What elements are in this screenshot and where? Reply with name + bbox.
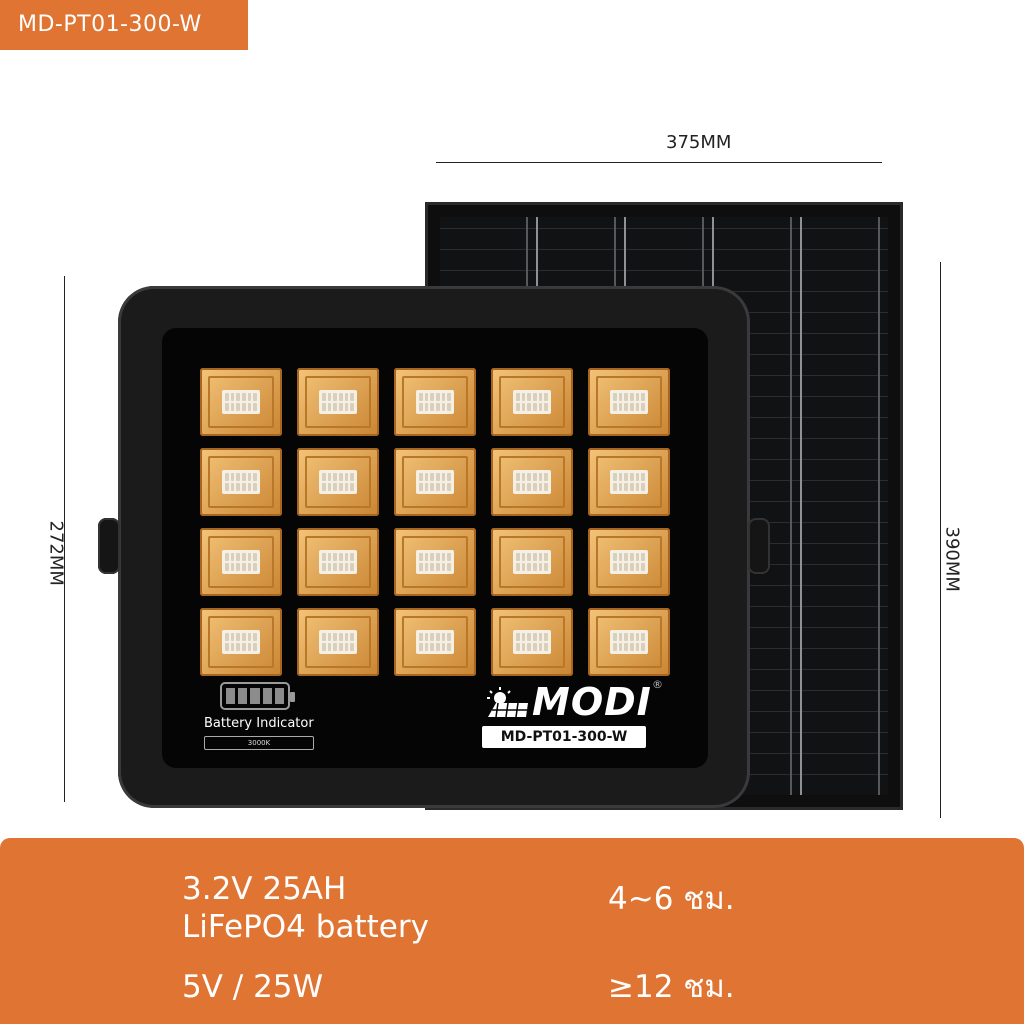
led-chip: [610, 470, 648, 494]
led-chip: [610, 550, 648, 574]
battery-icon: [220, 682, 295, 710]
led-chip: [222, 630, 260, 654]
led-module: [394, 448, 476, 516]
battery-indicator-label: Battery Indicator: [204, 716, 314, 731]
led-module: [588, 448, 670, 516]
led-module: [297, 608, 379, 676]
led-module: [491, 608, 573, 676]
led-chip: [610, 630, 648, 654]
registered-mark: ®: [652, 678, 663, 691]
brand-logo: MODI ®: [482, 678, 663, 724]
solar-busbar: [800, 217, 802, 795]
led-chip: [513, 470, 551, 494]
led-chip: [416, 550, 454, 574]
power-spec: 5V / 25W: [182, 969, 324, 1005]
lamp-height-dimension-line: [64, 276, 65, 802]
mount-knob-right: [748, 518, 770, 574]
panel-height-dimension-line: [940, 262, 941, 818]
led-module: [297, 528, 379, 596]
led-module: [394, 608, 476, 676]
panel-height-dimension-label: 390MM: [941, 526, 963, 592]
led-module: [394, 528, 476, 596]
led-module: [200, 608, 282, 676]
led-chip: [319, 470, 357, 494]
width-dimension-line: [436, 162, 882, 163]
led-chip: [513, 630, 551, 654]
led-module: [200, 448, 282, 516]
led-module: [588, 368, 670, 436]
floodlight-body: Battery Indicator 3000K: [98, 286, 770, 808]
brand-name: MODI: [532, 680, 652, 724]
led-module: [394, 368, 476, 436]
battery-spec-line1: 3.2V 25AH: [182, 871, 347, 907]
led-module: [491, 448, 573, 516]
led-module: [491, 528, 573, 596]
led-chip: [513, 390, 551, 414]
model-tag: MD-PT01-300-W: [0, 0, 248, 50]
led-chip: [222, 550, 260, 574]
color-temp-label: 3000K: [204, 736, 314, 750]
led-chip: [416, 630, 454, 654]
width-dimension-label: 375MM: [666, 132, 732, 153]
led-chip: [610, 390, 648, 414]
led-module: [297, 368, 379, 436]
led-module: [297, 448, 379, 516]
led-chip: [513, 550, 551, 574]
led-module: [491, 368, 573, 436]
led-array: [200, 368, 670, 676]
led-chip: [319, 630, 357, 654]
led-chip: [222, 470, 260, 494]
floodlight-face: Battery Indicator 3000K: [162, 328, 708, 768]
lamp-height-dimension-label: 272MM: [45, 520, 67, 586]
led-chip: [319, 390, 357, 414]
led-chip: [319, 550, 357, 574]
led-chip: [222, 390, 260, 414]
led-module: [200, 528, 282, 596]
led-chip: [416, 390, 454, 414]
led-module: [588, 608, 670, 676]
sun-panel-icon: [482, 685, 532, 719]
model-plate: MD-PT01-300-W: [482, 726, 646, 748]
battery-spec: 3.2V 25AH LiFePO4 battery: [182, 870, 429, 946]
charge-time-spec: 4~6 ชม.: [608, 881, 735, 917]
run-time-spec: ≥12 ชม.: [608, 969, 735, 1005]
led-module: [200, 368, 282, 436]
led-chip: [416, 470, 454, 494]
led-module: [588, 528, 670, 596]
specs-banner: 3.2V 25AH LiFePO4 battery 5V / 25W 4~6 ช…: [0, 838, 1024, 1024]
battery-spec-line2: LiFePO4 battery: [182, 909, 429, 945]
mount-knob-left: [98, 518, 120, 574]
